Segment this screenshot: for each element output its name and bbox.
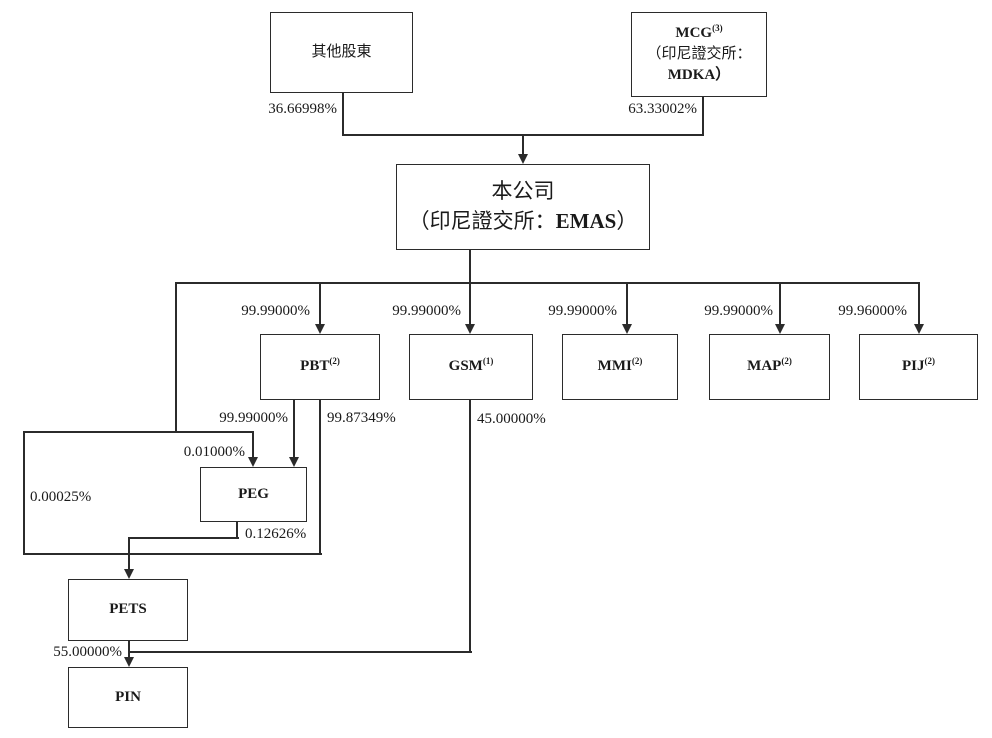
node-mmi: MMI(2) (562, 334, 678, 400)
ownership-label-company-to-mmi: 99.99000% (548, 302, 617, 320)
node-map: MAP(2) (709, 334, 830, 400)
connector-line (236, 522, 238, 538)
ownership-label-company-to-pbt: 99.99000% (241, 302, 310, 320)
connector-line (319, 283, 321, 329)
connector-line (128, 538, 130, 574)
connector-line (319, 400, 321, 554)
ownership-label-mcg-to-company: 63.33002% (628, 100, 697, 118)
arrowhead-down-icon (518, 154, 528, 164)
connector-line (175, 282, 920, 284)
arrowhead-down-icon (124, 569, 134, 579)
node-label: MCG(3) (675, 22, 723, 41)
arrowhead-down-icon (465, 324, 475, 334)
ownership-label-pbt-to-peg: 99.99000% (219, 409, 288, 427)
ownership-label-company-to-peg: 0.01000% (183, 443, 245, 461)
node-gsm: GSM(1) (409, 334, 533, 400)
node-label: PETS (109, 601, 147, 618)
connector-line (128, 537, 239, 539)
ownership-label-peg-to-pets: 0.12626% (245, 525, 307, 543)
ownership-label-company-to-pets: 0.00025% (30, 488, 92, 506)
connector-line (342, 93, 344, 135)
node-label: （印尼證交所： (646, 45, 752, 62)
ownership-label-pbt-to-pets: 99.87349% (327, 409, 396, 427)
arrowhead-down-icon (914, 324, 924, 334)
node-label: MAP(2) (747, 356, 792, 375)
node-pbt: PBT(2) (260, 334, 380, 400)
connector-line (779, 283, 781, 329)
connector-line (23, 553, 322, 555)
node-label: 其他股東 (311, 43, 372, 60)
node-company: 本公司 （印尼證交所：EMAS） (396, 164, 650, 250)
ownership-label-company-to-gsm: 99.99000% (392, 302, 461, 320)
node-pij: PIJ(2) (859, 334, 978, 400)
ownership-label-gsm-to-pin: 45.00000% (477, 410, 546, 428)
ownership-label-company-to-map: 99.99000% (704, 302, 773, 320)
node-label: GSM(1) (448, 356, 494, 375)
connector-line (23, 432, 25, 554)
node-other-shareholders: 其他股東 (270, 12, 413, 93)
connector-line (128, 651, 472, 653)
node-mcg: MCG(3) （印尼證交所： MDKA） (631, 12, 767, 97)
connector-line (522, 135, 524, 159)
ownership-label-other-to-company: 36.66998% (268, 100, 337, 118)
node-label: PEG (238, 485, 269, 502)
node-pets: PETS (68, 579, 188, 641)
connector-line (469, 250, 471, 283)
arrowhead-down-icon (248, 457, 258, 467)
connector-line (469, 400, 471, 652)
arrowhead-down-icon (124, 657, 134, 667)
connector-line (918, 283, 920, 329)
connector-line (626, 283, 628, 329)
arrowhead-down-icon (315, 324, 325, 334)
node-peg: PEG (200, 467, 307, 522)
arrowhead-down-icon (289, 457, 299, 467)
ownership-label-company-to-pij: 99.96000% (838, 302, 907, 320)
node-label: 本公司 (491, 179, 555, 204)
connector-line (252, 432, 254, 462)
ownership-label-pets-to-pin: 55.00000% (53, 643, 122, 661)
connector-line (469, 283, 471, 329)
node-label: MDKA） (667, 67, 731, 84)
connector-line (702, 97, 704, 135)
node-label: （印尼證交所：EMAS） (408, 209, 638, 233)
node-label: PIN (115, 688, 141, 705)
arrowhead-down-icon (775, 324, 785, 334)
connector-line (23, 431, 254, 433)
connector-line (293, 400, 295, 462)
arrowhead-down-icon (622, 324, 632, 334)
node-label: PBT(2) (300, 356, 340, 375)
connector-line (175, 283, 177, 432)
node-label: PIJ(2) (902, 356, 935, 375)
connector-line (128, 641, 130, 662)
node-label: MMI(2) (597, 356, 643, 375)
node-pin: PIN (68, 667, 188, 728)
